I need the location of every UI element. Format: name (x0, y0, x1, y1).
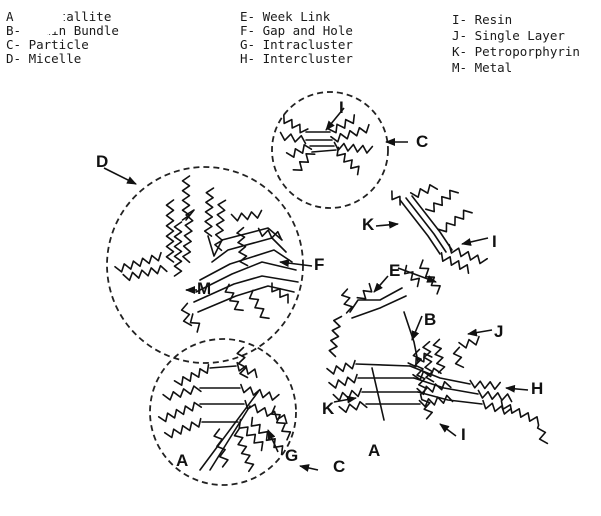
top-stack-4-tail (293, 154, 314, 170)
bottom-stack-4-tail (165, 419, 201, 438)
micelle-chain (175, 222, 182, 276)
arrow (462, 238, 488, 244)
single-layer-chain (459, 337, 479, 348)
micelle-chain (205, 188, 214, 236)
arrow (468, 330, 492, 334)
label-G: G (285, 446, 298, 465)
resin-tail (438, 210, 472, 231)
cluster-chain (470, 381, 500, 390)
label-H: H (531, 379, 543, 398)
bottom-stack-3-tail (159, 403, 202, 422)
label-I-top: I (339, 98, 344, 117)
bottom-stack-1-core (210, 366, 236, 368)
resin-tail (449, 245, 487, 264)
scan-blot (14, 0, 64, 36)
label-B: B (424, 310, 436, 329)
micelle-chain (250, 290, 269, 318)
single-layer-chain (454, 347, 464, 367)
cluster-stack-4-tail (339, 402, 367, 412)
resin-tail (442, 253, 469, 273)
bottom-chain (237, 348, 247, 378)
cluster-core (350, 288, 402, 312)
label-J: J (494, 322, 503, 341)
cluster-chain (433, 339, 444, 372)
label-I-lower: I (461, 425, 466, 444)
micelle-chain (191, 314, 200, 332)
label-E: E (389, 261, 400, 280)
cluster-stack-1-core (356, 364, 410, 366)
arrow (440, 424, 456, 436)
arrow (300, 466, 318, 470)
cluster-stack-1-tail (327, 361, 355, 374)
micelle-chain (232, 211, 262, 221)
top-stack-1-tail (328, 115, 354, 133)
arrow (104, 168, 136, 184)
top-stack-3-tail (334, 143, 372, 154)
resin-tail (392, 191, 400, 205)
cluster-chain (478, 391, 511, 402)
top-stack-3-tail (287, 145, 312, 157)
micelle-chain (115, 253, 161, 272)
arrow (376, 224, 398, 226)
label-F: F (314, 255, 324, 274)
label-A-right: A (368, 441, 380, 460)
resin-tail (426, 190, 458, 211)
bottom-stack-1-tail (175, 365, 209, 385)
label-M: M (197, 279, 211, 298)
cluster-core (410, 366, 470, 384)
arrow (412, 316, 422, 340)
cluster-core (404, 312, 418, 362)
arrow (268, 430, 278, 452)
resin-tail (405, 266, 420, 287)
cluster-chain (501, 401, 547, 444)
pointer-line-A (372, 368, 384, 420)
arrow (398, 268, 436, 282)
label-C-bottom: C (333, 457, 345, 476)
micelle-chain (272, 283, 288, 303)
arrow (280, 262, 312, 266)
label-C-top: C (416, 132, 428, 151)
resin-core (406, 198, 446, 252)
bottom-stack-2-tail (163, 386, 201, 400)
cluster-chain (342, 289, 352, 313)
label-K-upper: K (362, 215, 375, 234)
label-I-right: I (492, 232, 497, 251)
micelle-chain (167, 200, 174, 262)
label-K-lower: K (322, 399, 335, 418)
cluster-stack-2-tail (329, 375, 357, 388)
resin-tail (411, 185, 438, 197)
bottom-stack-2-tail (241, 385, 279, 401)
cluster-chain (329, 317, 341, 357)
cluster-chain (357, 284, 371, 299)
top-stack-4-core (312, 150, 336, 152)
cluster-stack-3-tail (333, 389, 361, 401)
label-A-left: A (176, 451, 188, 470)
top-stack-2-tail (281, 133, 306, 144)
label-D: D (96, 152, 108, 171)
top-stack-1-tail (284, 115, 308, 133)
arrow (374, 276, 388, 292)
bottom-pointer-line (210, 406, 250, 470)
arrow (506, 388, 528, 390)
